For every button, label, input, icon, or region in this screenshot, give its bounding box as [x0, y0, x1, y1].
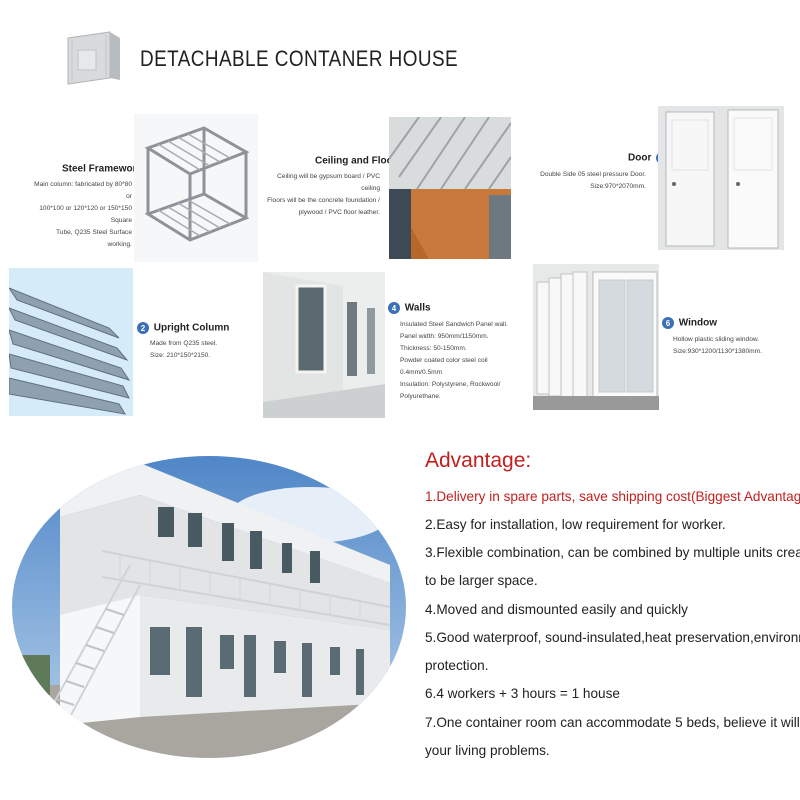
- desc-line: plywood / PVC floor leather.: [298, 209, 380, 216]
- number-badge: 2: [137, 322, 149, 334]
- advantage-line-2: 2.Easy for installation, low requirement…: [425, 517, 726, 532]
- desc-line: Made from Q235 steel.: [150, 340, 218, 347]
- door-image: [658, 106, 784, 250]
- desc-line: Tube, Q235 Steel Surface working.: [56, 229, 132, 248]
- feature-title-text: Door: [628, 152, 652, 164]
- desc-line: Thickness: 50-150mm.: [400, 345, 467, 352]
- advantage-line-3-cont: to be larger space.: [425, 573, 538, 588]
- advantage-line-5: 5.Good waterproof, sound-insulated,heat …: [425, 630, 800, 645]
- desc-line: Size:970*2070mm.: [590, 183, 646, 190]
- walls-image: [263, 272, 385, 418]
- desc-line: Ceiling will be gypsum board / PVC ceili…: [277, 173, 380, 192]
- advantage-line-6: 6.4 workers + 3 hours = 1 house: [425, 686, 620, 701]
- feature-title-text: Upright Column: [153, 322, 230, 334]
- desc-line: Insulation: Polystyrene, Rockwool/: [400, 381, 501, 388]
- feature-desc-door: Double Side 05 steel pressure Door. Size…: [540, 169, 646, 193]
- advantage-line-7: 7.One container room can accommodate 5 b…: [425, 715, 800, 730]
- feature-desc-upright-column: Made from Q235 steel. Size: 210*150*2150…: [150, 338, 260, 362]
- page-title: DETACHABLE CONTANER HOUSE: [140, 46, 459, 71]
- feature-title-window: 6 Window: [662, 317, 717, 329]
- steel-framework-image: [134, 114, 258, 262]
- desc-line: Insulated Steel Sandwich Panel wall.: [400, 321, 508, 328]
- feature-desc-steel-framework: Main column: fabricated by 80*80 or 100*…: [30, 179, 132, 251]
- container-house-photo: [10, 455, 408, 760]
- advantage-line-3: 3.Flexible combination, can be combined …: [425, 545, 800, 560]
- feature-title-text: Window: [678, 317, 718, 329]
- advantage-line-5-cont: protection.: [425, 658, 489, 673]
- upright-column-image: [9, 268, 133, 416]
- desc-line: Double Side 05 steel pressure Door.: [540, 171, 646, 178]
- container-house-icon: [64, 30, 122, 86]
- desc-line: Polyurethane.: [400, 393, 441, 400]
- feature-title-text: Ceiling and Floor: [315, 155, 397, 167]
- desc-line: Hollow plastic sliding window.: [673, 336, 760, 343]
- feature-desc-walls: Insulated Steel Sandwich Panel wall. Pan…: [400, 319, 522, 403]
- feature-desc-ceiling-floor: Ceiling will be gypsum board / PVC ceili…: [262, 171, 380, 219]
- desc-line: Floors will be the concrete foundation /: [267, 197, 380, 204]
- advantage-line-1: 1.Delivery in spare parts, save shipping…: [425, 489, 800, 504]
- feature-title-upright-column: 2 Upright Column: [137, 322, 229, 334]
- feature-title-text: Walls: [404, 302, 431, 314]
- window-image: [533, 264, 659, 410]
- desc-line: Powder coated color steel coil 0.4mm/0.5…: [400, 357, 488, 376]
- feature-desc-window: Hollow plastic sliding window. Size:930*…: [673, 334, 793, 358]
- number-badge: 6: [662, 317, 674, 329]
- advantage-title: Advantage:: [425, 449, 532, 472]
- desc-line: Size:930*1200/1130*1380mm.: [673, 348, 762, 355]
- desc-line: 100*100 or 120*120 or 150*150 Square: [39, 205, 132, 224]
- desc-line: Main column: fabricated by 80*80 or: [34, 181, 132, 200]
- desc-line: Size: 210*150*2150.: [150, 352, 211, 359]
- ceiling-floor-image: [389, 117, 511, 259]
- number-badge: 4: [388, 302, 400, 314]
- feature-title-walls: 4 Walls: [388, 302, 431, 314]
- desc-line: Panel width: 950mm/1150mm.: [400, 333, 489, 340]
- advantage-line-7-cont: your living problems.: [425, 743, 550, 758]
- feature-title-text: Steel Framework: [62, 163, 143, 175]
- advantage-line-4: 4.Moved and dismounted easily and quickl…: [425, 602, 688, 617]
